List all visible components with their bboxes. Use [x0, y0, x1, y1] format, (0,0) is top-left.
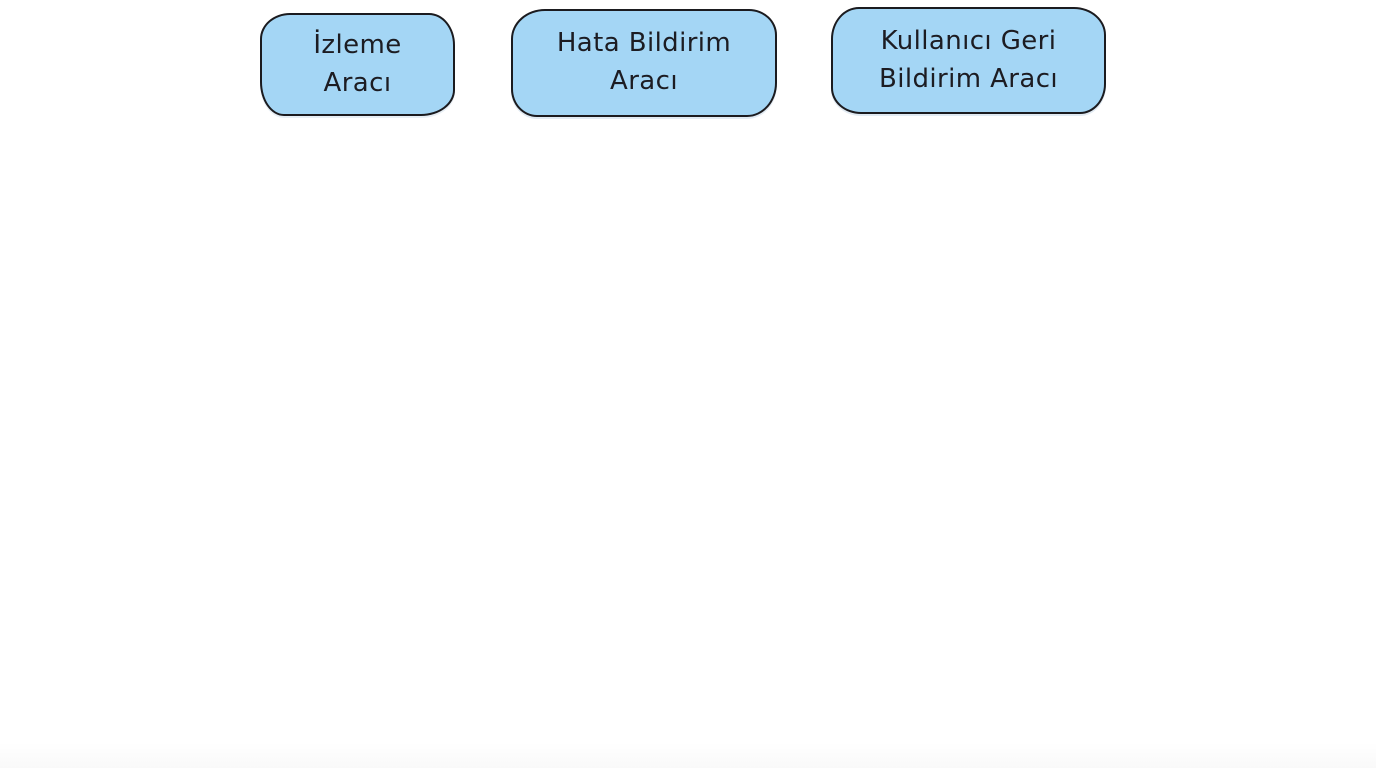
- canvas-bottom-smudge: [0, 742, 1376, 768]
- node-label-kullanici-geri-bildirim-araci: Kullanıcı Geri Bildirim Aracı: [878, 25, 1059, 94]
- node-hata-bildirim-araci[interactable]: Hata Bildirim Aracı: [511, 9, 777, 117]
- node-izleme-araci[interactable]: İzleme Aracı: [260, 13, 455, 116]
- node-label-hata-bildirim-araci: Hata Bildirim Aracı: [556, 28, 732, 96]
- node-kullanici-geri-bildirim-araci[interactable]: Kullanıcı Geri Bildirim Aracı: [831, 7, 1106, 114]
- node-label-izleme-araci: İzleme Aracı: [313, 29, 402, 98]
